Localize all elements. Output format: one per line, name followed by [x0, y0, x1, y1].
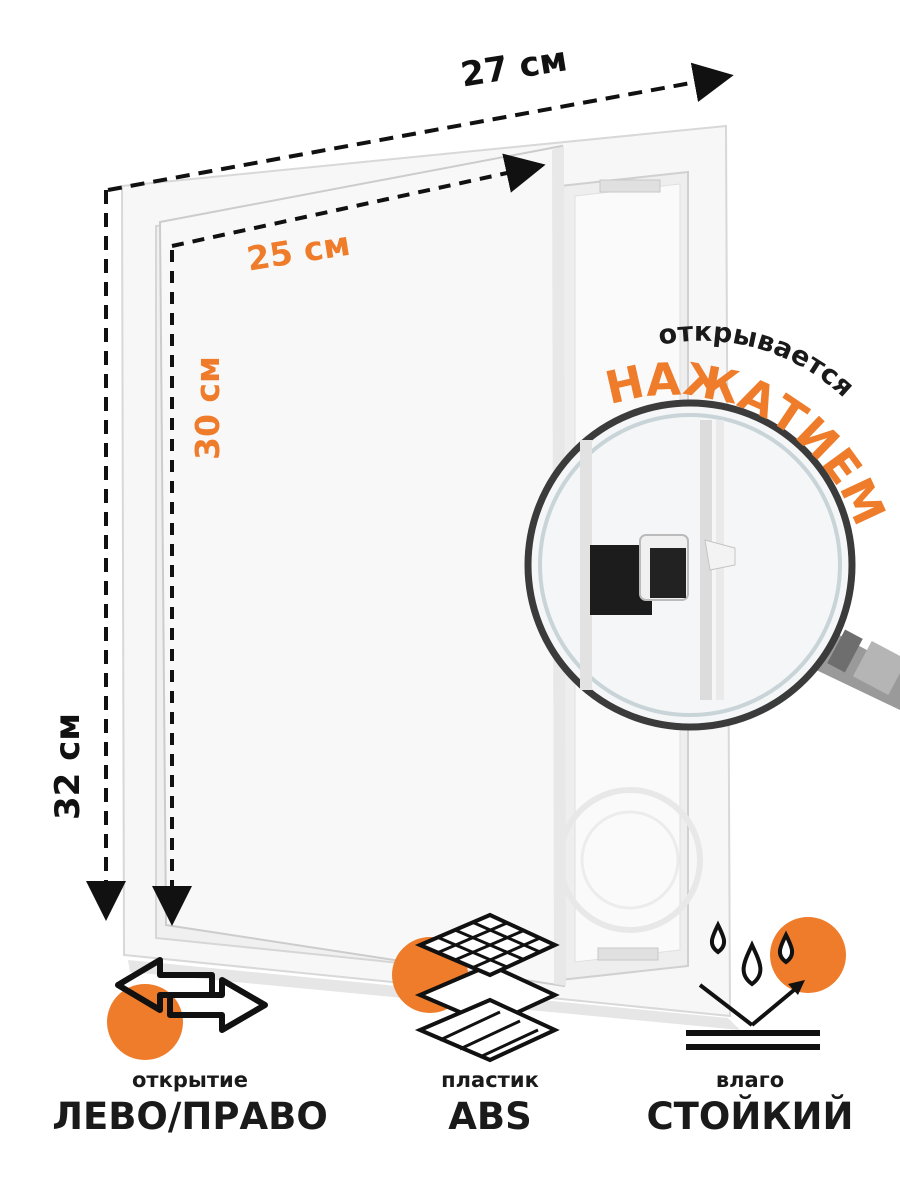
feature-plastic-small: пластик [441, 1068, 539, 1092]
inner-width-line [171, 153, 546, 248]
feature-moisture-small: влаго [715, 1068, 785, 1092]
feature-opening-big: ЛЕВО/ПРАВО [52, 1095, 328, 1138]
feature-opening-small: открытие [131, 1068, 248, 1092]
feature-moisture-big: СТОЙКИЙ [646, 1095, 854, 1138]
hatch-door [158, 144, 566, 988]
feature-plastic-big: ABS [448, 1095, 532, 1138]
watermark-seal [557, 787, 703, 933]
outer-width-line [107, 62, 734, 192]
magnifier-handle [812, 630, 900, 710]
magnifier-lens [524, 399, 856, 731]
